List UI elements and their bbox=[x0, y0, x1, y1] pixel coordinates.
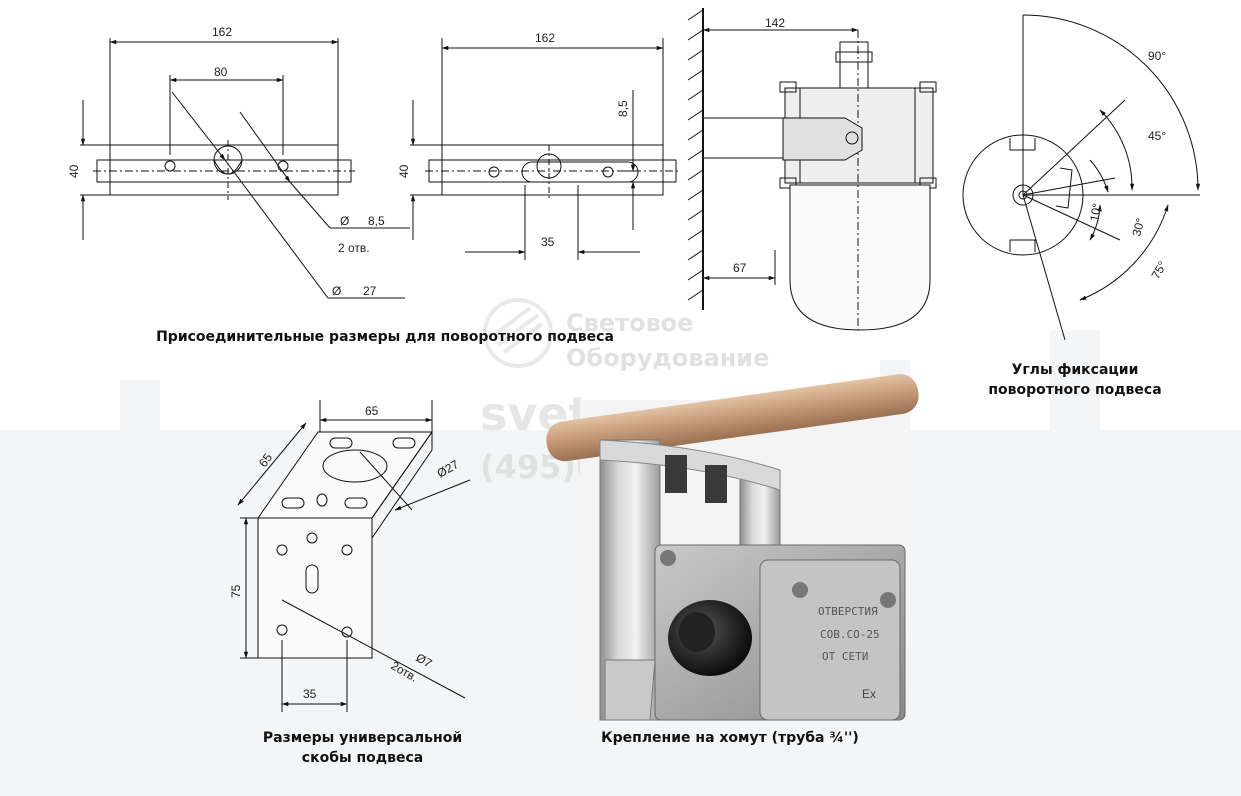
dim-side-width: 162 bbox=[535, 31, 555, 45]
dim-universal-hole-spacing: 35 bbox=[303, 687, 317, 701]
caption-angles: Углы фиксации поворотного подвеса bbox=[960, 360, 1190, 400]
fixture-side-view bbox=[687, 8, 937, 331]
angles-diagram bbox=[962, 14, 1201, 341]
dim-top-hole-dia: 8,5 bbox=[368, 214, 385, 228]
caption-universal-line1: Размеры универсальной bbox=[262, 730, 463, 746]
photo-label-line1: ОТВЕРСТИЯ bbox=[818, 605, 878, 618]
photo-label-line3: ОТ СЕТИ bbox=[822, 650, 868, 663]
angle-30: 30° bbox=[1129, 216, 1147, 237]
watermark-logo-icon bbox=[483, 298, 553, 368]
photo-ex-mark: Ex bbox=[862, 687, 876, 701]
bracket-top-view bbox=[80, 38, 410, 299]
angle-90: 90° bbox=[1148, 49, 1166, 63]
watermark-company-line1: Световое bbox=[566, 309, 693, 337]
dim-fixture-wall-offset: 67 bbox=[733, 261, 747, 275]
dim-top-width: 162 bbox=[212, 25, 232, 39]
dim-top-hole-dia-symbol: Ø bbox=[340, 214, 349, 228]
pipe bbox=[546, 374, 919, 462]
angle-45: 45° bbox=[1148, 129, 1166, 143]
clamp-photo bbox=[546, 374, 919, 721]
wall-hatching bbox=[687, 9, 704, 301]
dim-side-offset: 8,5 bbox=[616, 100, 630, 117]
dim-side-height: 40 bbox=[397, 164, 411, 178]
dim-top-hole-spacing: 80 bbox=[214, 65, 228, 79]
caption-angles-line2: поворотного подвеса bbox=[988, 382, 1162, 398]
caption-universal: Размеры универсальной скобы подвеса bbox=[230, 728, 495, 768]
dim-top-center-dia-symbol: Ø bbox=[332, 284, 341, 298]
dim-top-height: 40 bbox=[67, 164, 81, 178]
watermark-company-line2: Оборудование bbox=[566, 344, 769, 372]
angle-75: 75° bbox=[1148, 259, 1169, 282]
dim-universal-height: 75 bbox=[229, 584, 243, 598]
dim-side-hole-spacing: 35 bbox=[541, 235, 555, 249]
dim-fixture-depth: 142 bbox=[765, 16, 785, 30]
dim-top-center-dia: 27 bbox=[363, 284, 377, 298]
photo-label-line2: СОВ.СО-25 bbox=[820, 628, 880, 641]
caption-angles-line1: Углы фиксации bbox=[1011, 362, 1139, 378]
universal-bracket bbox=[237, 400, 471, 712]
bracket-side-view bbox=[410, 38, 680, 260]
dim-top-hole-count: 2 отв. bbox=[338, 241, 370, 255]
caption-universal-line2: скобы подвеса bbox=[301, 750, 424, 766]
caption-connection: Присоединительные размеры для поворотног… bbox=[156, 329, 614, 345]
angle-10: 10° bbox=[1087, 202, 1104, 223]
caption-clamp: Крепление на хомут (труба ¾'') bbox=[601, 730, 859, 746]
dim-universal-top: 65 bbox=[365, 404, 379, 418]
